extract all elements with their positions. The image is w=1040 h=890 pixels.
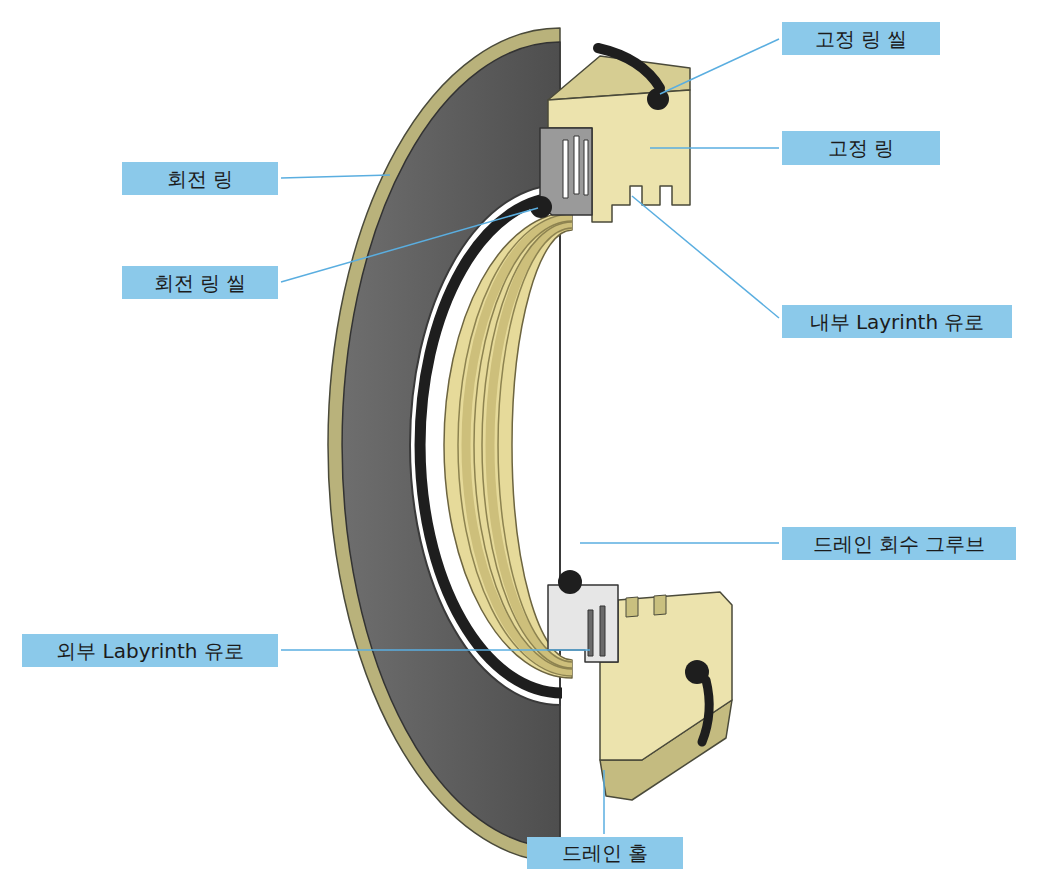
callout-label: 외부 Labyrinth 유로 [56, 639, 244, 663]
callout-label: 드레인 회수 그루브 [813, 532, 986, 556]
o-ring-cord [598, 48, 660, 88]
leader-line [603, 770, 605, 834]
leader-line [281, 649, 590, 651]
o-ring [530, 196, 552, 218]
callout-label: 내부 Layrinth 유로 [810, 310, 985, 334]
callout-box: 드레인 회수 그루브 [782, 527, 1016, 560]
drain-groove [626, 597, 638, 617]
leader-line [650, 147, 779, 149]
drain-groove [654, 595, 666, 615]
callout-label: 고정 링 [828, 136, 894, 160]
o-ring-cord [702, 680, 709, 742]
leader-line [632, 196, 779, 318]
labyrinth-slot [588, 610, 593, 656]
labyrinth-slot [600, 606, 605, 656]
seal-body [328, 28, 732, 862]
callout-box: 고정 링 씰 [782, 22, 940, 55]
labyrinth-slot [563, 140, 568, 198]
callout-label: 드레인 홀 [562, 841, 648, 865]
labyrinth-slot [584, 140, 588, 195]
stationary-section [600, 592, 732, 760]
callout-box: 회전 링 씰 [122, 266, 278, 299]
callout-box: 외부 Labyrinth 유로 [22, 634, 278, 667]
callout-label: 회전 링 [167, 167, 233, 191]
leader-line [281, 175, 390, 178]
leader-line [660, 39, 779, 94]
callout-box: 드레인 홀 [527, 837, 683, 869]
leader-line [580, 542, 779, 544]
callout-label: 고정 링 씰 [815, 27, 908, 51]
leader-lines [281, 39, 779, 834]
callout-box: 내부 Layrinth 유로 [782, 305, 1012, 338]
o-ring [558, 570, 582, 594]
callout-label: 회전 링 씰 [154, 271, 247, 295]
callout-box: 고정 링 [782, 131, 940, 165]
labyrinth-slot [574, 136, 579, 194]
callout-box: 회전 링 [122, 162, 278, 195]
leader-line [281, 208, 538, 282]
